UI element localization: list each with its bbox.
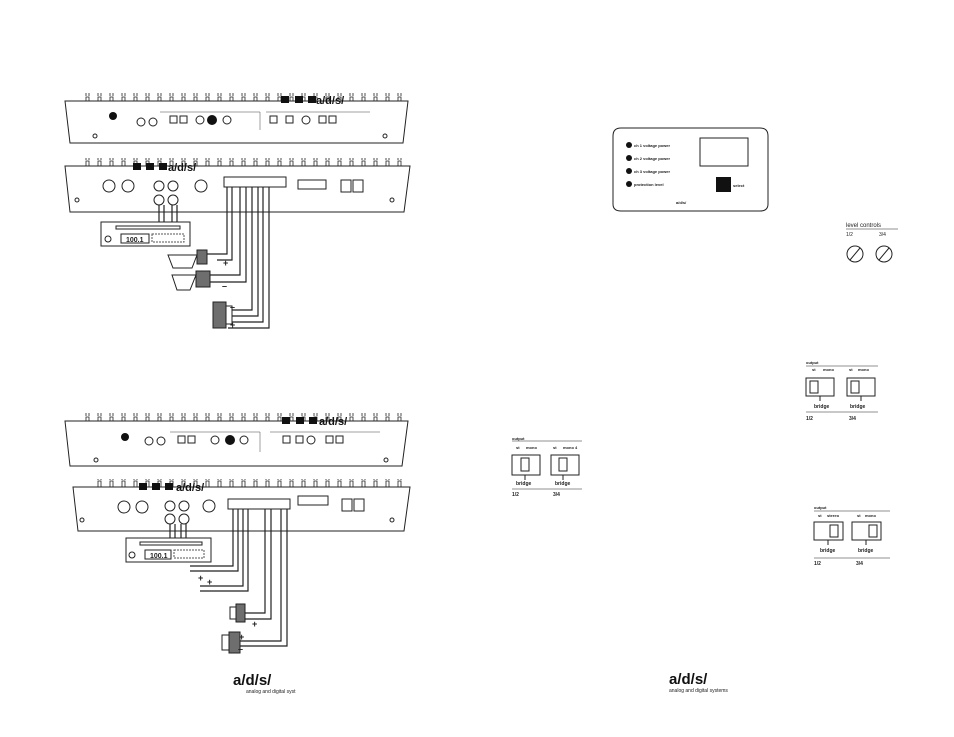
level-controls-title: level controls	[846, 223, 881, 229]
svg-text:1/2: 1/2	[846, 232, 853, 238]
svg-text:+: +	[230, 320, 235, 330]
svg-text:st: st	[857, 513, 861, 518]
svg-text:bridge: bridge	[516, 481, 531, 487]
svg-text:st: st	[516, 445, 520, 450]
footer-tagline-left: analog and digital syst	[246, 689, 296, 695]
head-unit-2	[125, 537, 212, 563]
svg-text:mono: mono	[858, 367, 869, 372]
svg-text:bridge: bridge	[820, 548, 835, 554]
svg-text:output: output	[512, 436, 525, 441]
svg-text:+: +	[207, 577, 212, 587]
svg-text:ch 3 voltage power: ch 3 voltage power	[634, 169, 670, 174]
amp1-speaker-2	[171, 270, 211, 291]
level-knob-1-2[interactable]	[846, 245, 864, 263]
amp2-speaker-wires	[190, 509, 288, 647]
svg-text:bridge: bridge	[858, 548, 873, 554]
svg-text:+: +	[223, 258, 228, 268]
svg-text:1/2: 1/2	[814, 561, 821, 567]
amp2-connector-panel: a/d/s/	[72, 479, 411, 532]
footer-tagline-right: analog and digital systems	[669, 688, 728, 694]
amp2-power-led	[121, 433, 129, 441]
head-unit-1-display: 100.1	[126, 237, 144, 244]
amp1-panel-logo: a/d/s/	[168, 162, 196, 174]
svg-text:st: st	[849, 367, 853, 372]
amp1-rca-leads	[158, 205, 178, 222]
svg-text:+: +	[252, 619, 257, 629]
svg-text:ch 2 voltage power: ch 2 voltage power	[634, 156, 670, 161]
amp1-speaker-1	[167, 249, 208, 269]
svg-text:protection level: protection level	[634, 182, 664, 187]
amp1-power-led	[109, 112, 117, 120]
footer-logo-left: a/d/s/	[233, 672, 272, 689]
svg-text:3/4: 3/4	[553, 492, 560, 498]
svg-text:3/4: 3/4	[856, 561, 863, 567]
amp2-rca-leads	[169, 524, 187, 538]
amp2-speaker-3	[229, 603, 246, 623]
switch-block-1	[805, 365, 878, 413]
head-unit-1	[100, 221, 191, 247]
footer-logo-right: a/d/s/	[669, 671, 708, 688]
svg-text:–: –	[230, 302, 235, 312]
svg-text:bridge: bridge	[850, 404, 865, 410]
head-unit-2-display: 100.1	[150, 553, 168, 560]
svg-text:+: +	[239, 632, 244, 642]
amp2-control-panel: a/d/s/	[64, 413, 409, 467]
svg-text:st: st	[553, 445, 557, 450]
svg-text:1/2: 1/2	[512, 492, 519, 498]
svg-text:mono: mono	[865, 513, 876, 518]
svg-text:output: output	[806, 360, 819, 365]
svg-text:select: select	[733, 183, 745, 188]
svg-text:3/4: 3/4	[849, 416, 856, 422]
svg-text:a/d/s/: a/d/s/	[676, 200, 687, 205]
level-knob-3-4[interactable]	[875, 245, 893, 263]
svg-text:output: output	[814, 505, 827, 510]
amp1-control-panel: a/d/s/	[64, 93, 409, 144]
svg-text:mono: mono	[526, 445, 537, 450]
amp1-brand-logo: a/d/s/	[316, 95, 344, 107]
svg-text:st: st	[812, 367, 816, 372]
svg-text:+: +	[198, 573, 203, 583]
switch-block-2	[511, 440, 582, 490]
svg-text:–: –	[222, 281, 227, 291]
svg-text:3/4: 3/4	[879, 232, 886, 238]
amp1-speaker-3	[212, 301, 233, 329]
svg-text:1/2: 1/2	[806, 416, 813, 422]
amp2-panel-logo: a/d/s/	[176, 482, 204, 494]
svg-text:st: st	[818, 513, 822, 518]
amp2-speaker-4	[221, 631, 241, 654]
svg-text:bridge: bridge	[814, 404, 829, 410]
svg-text:mono: mono	[823, 367, 834, 372]
svg-text:ch 1 voltage power: ch 1 voltage power	[634, 143, 670, 148]
amp1-connector-panel: a/d/s/	[64, 158, 411, 213]
svg-text:bridge: bridge	[555, 481, 570, 487]
switch-block-3	[813, 510, 890, 559]
amp1-speaker-wires	[205, 187, 270, 329]
amp2-brand-logo: a/d/s/	[319, 416, 347, 428]
svg-text:–: –	[238, 644, 243, 654]
svg-text:stereo: stereo	[827, 513, 840, 518]
remote-panel	[612, 127, 769, 212]
svg-text:mono 4: mono 4	[563, 445, 578, 450]
